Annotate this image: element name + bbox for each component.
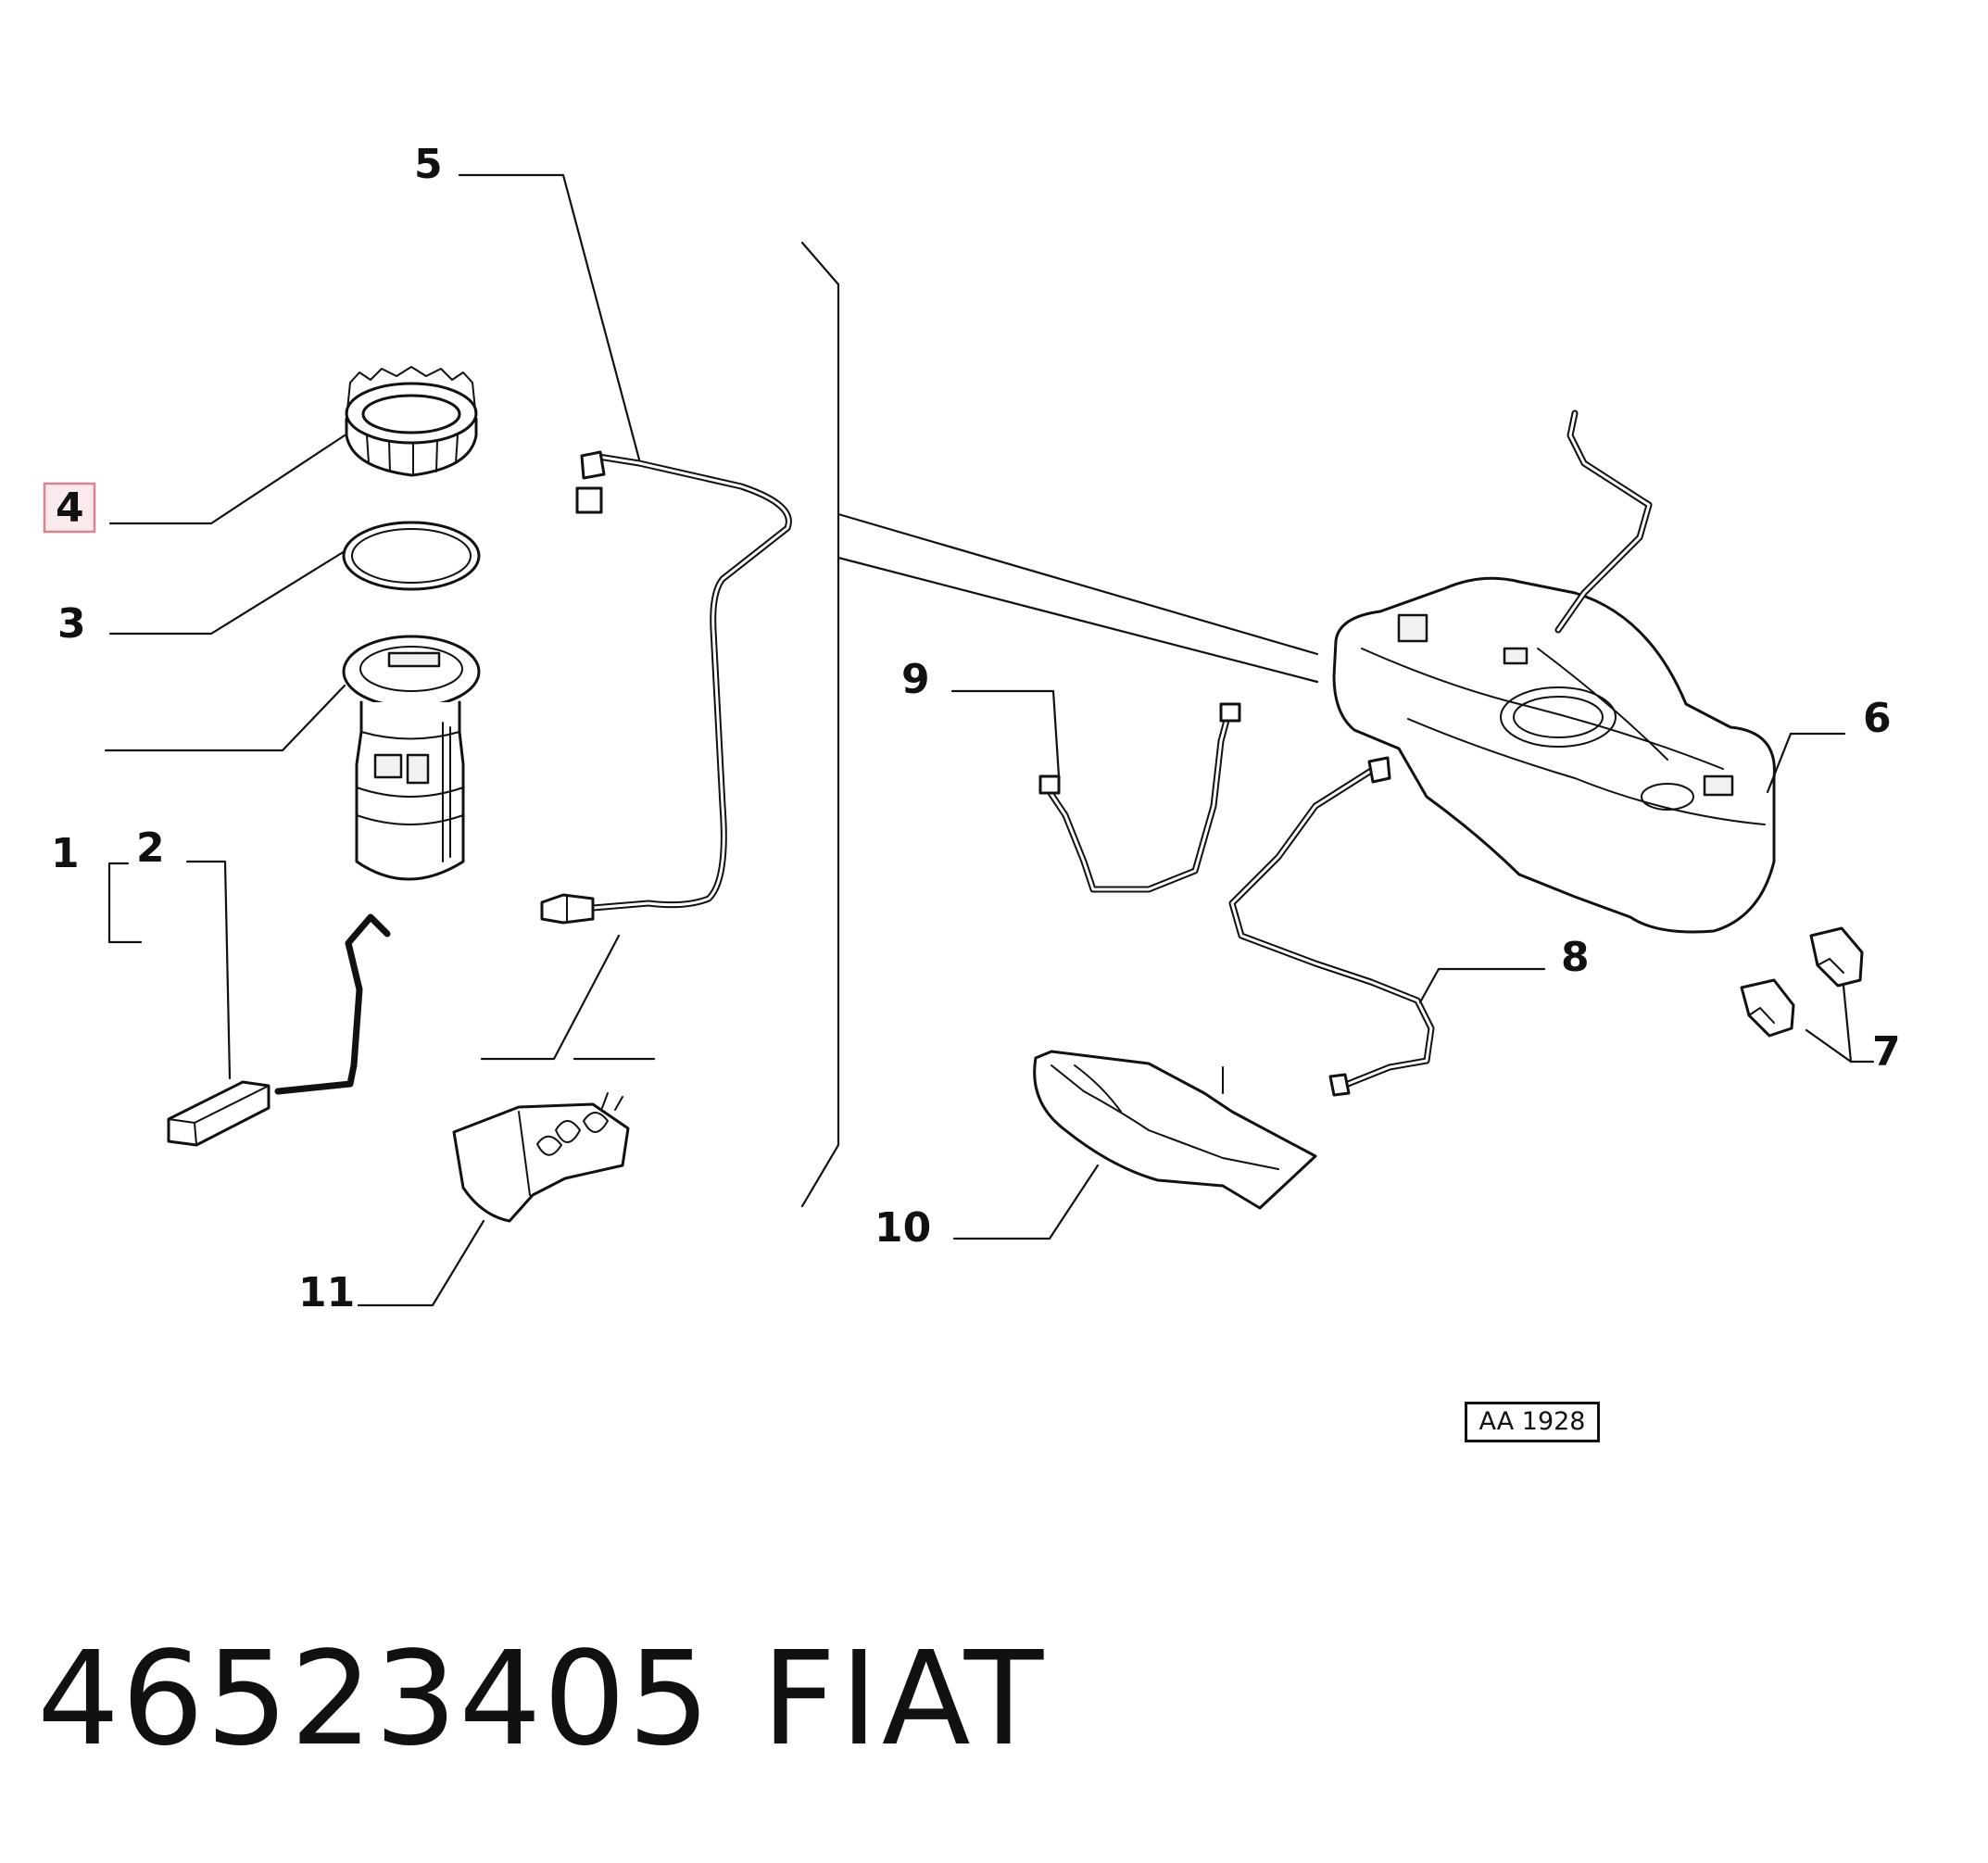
support-bracket-part xyxy=(452,1092,630,1223)
seal-ring-part xyxy=(342,521,481,591)
reference-code: AA 1928 xyxy=(1465,1402,1600,1442)
clips-part xyxy=(1740,926,1864,1038)
heat-shield-part xyxy=(1033,1050,1317,1210)
brand-name: FIAT xyxy=(761,1624,1048,1775)
highlight-box-4 xyxy=(43,482,96,534)
callout-10: 10 xyxy=(874,1204,931,1252)
tank-strap-part xyxy=(1038,702,1241,893)
part-number: 46523405 xyxy=(37,1624,712,1775)
callout-3: 3 xyxy=(57,600,86,648)
callout-6: 6 xyxy=(1863,695,1892,742)
callout-8: 8 xyxy=(1561,934,1590,981)
callout-2: 2 xyxy=(136,825,165,872)
callout-9: 9 xyxy=(901,656,930,703)
callout-1: 1 xyxy=(51,830,80,877)
fuel-line-part xyxy=(540,450,792,925)
vent-line-part xyxy=(1228,756,1435,1097)
level-sender-part xyxy=(167,913,391,1147)
fuel-pump-module-part xyxy=(342,635,481,881)
callout-11: 11 xyxy=(298,1269,355,1316)
fuel-tank-part xyxy=(1332,409,1776,934)
leader-lines xyxy=(104,173,1875,1307)
lock-ring-part xyxy=(345,366,478,477)
callout-4: 4 xyxy=(56,485,84,532)
callout-labels: 4 3 1 2 5 6 7 8 9 10 11 xyxy=(43,141,1901,1316)
callout-5: 5 xyxy=(414,141,443,188)
callout-7: 7 xyxy=(1872,1028,1901,1076)
group-divider xyxy=(800,241,1319,1208)
